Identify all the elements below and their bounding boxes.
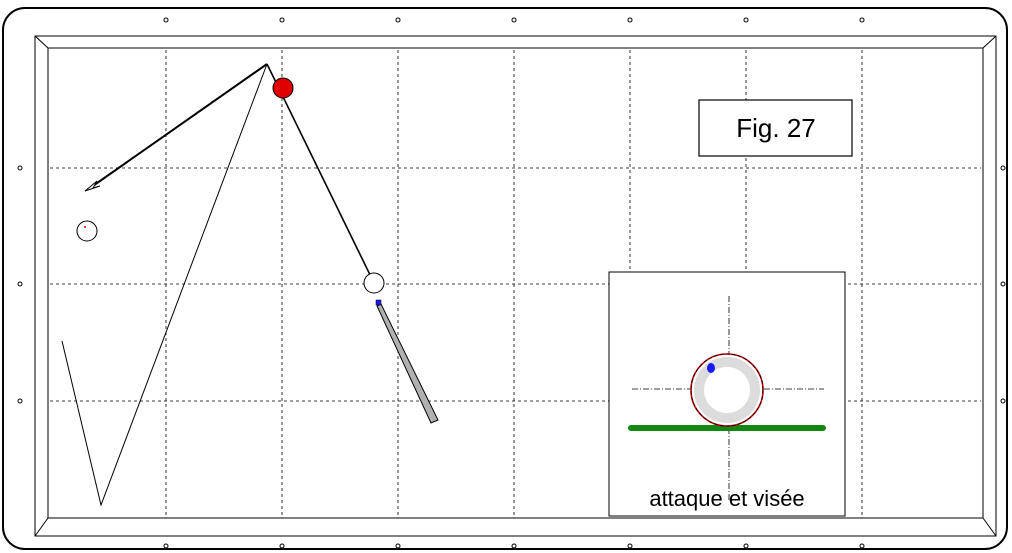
rail-diamonds (17, 17, 1006, 549)
figure-label: Fig. 27 (736, 113, 816, 143)
third-ball-dot (84, 226, 86, 228)
cue-ball (363, 272, 385, 294)
cue-ball-path (266, 63, 375, 284)
impact-point-icon (707, 363, 715, 373)
object-ball-path (89, 63, 268, 189)
inset-ball-ring (694, 357, 760, 423)
third-ball (76, 220, 98, 242)
cue-stick (376, 303, 439, 424)
cushion-outer (34, 35, 997, 537)
inset-caption: attaque et visée (649, 486, 804, 511)
figure-label-box (698, 99, 853, 157)
corner-diagonal (34, 517, 49, 537)
arrow-icon (84, 180, 101, 192)
corner-diagonal (982, 35, 997, 49)
playing-area (47, 47, 984, 519)
inset-ball-outline (690, 353, 764, 427)
object-ball (272, 77, 294, 99)
cue-ball-trajectory (61, 63, 268, 507)
corner-diagonal (34, 35, 49, 49)
cue-tip (375, 299, 382, 306)
corner-diagonal (982, 517, 997, 537)
table-outer-frame (2, 7, 1008, 550)
